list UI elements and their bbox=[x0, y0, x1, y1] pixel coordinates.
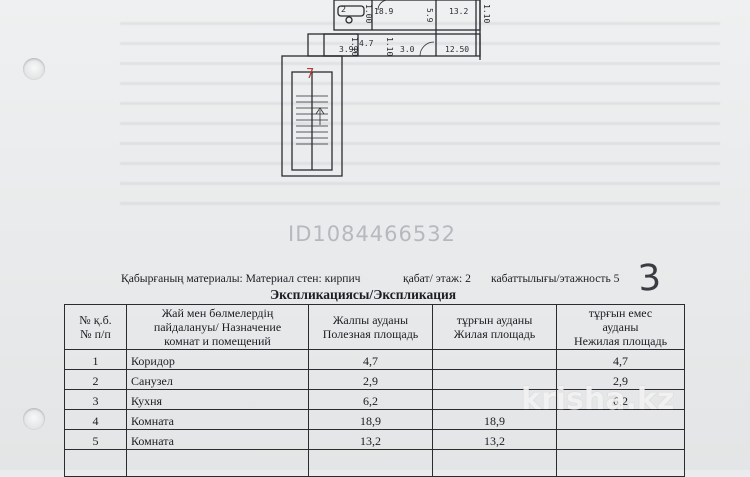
cell-living bbox=[432, 349, 557, 370]
listing-id-watermark: ID1084466532 bbox=[288, 222, 456, 246]
plan-dim-1-10-b: 1.10 bbox=[385, 37, 394, 56]
cell-num: 4 bbox=[64, 409, 127, 430]
punch-hole-bottom bbox=[23, 408, 45, 430]
cell-name: Кухня bbox=[126, 389, 309, 410]
table-row-empty bbox=[64, 449, 685, 477]
plan-dim-1-10-c: 1.10 bbox=[482, 4, 491, 23]
plan-room-label-7: 7 bbox=[306, 67, 314, 82]
cell-name: Комната bbox=[126, 429, 309, 450]
plan-dim-3-90: 3.90 bbox=[339, 45, 358, 54]
table-title: Экспликациясы/Экспликация bbox=[270, 287, 457, 302]
plan-dim-1-00: 1.00 bbox=[364, 4, 373, 23]
plan-dim-18-9: 18.9 bbox=[374, 7, 393, 16]
header-num: № қ.б.№ п/п bbox=[64, 304, 127, 350]
handwritten-mark: 3 bbox=[636, 257, 663, 300]
cell-num: 5 bbox=[64, 429, 127, 450]
cell-num: 3 bbox=[64, 389, 127, 410]
plan-dim-3-0: 3.0 bbox=[400, 45, 415, 54]
plan-stairwell bbox=[281, 55, 343, 177]
cell-total: 6,2 bbox=[308, 389, 433, 410]
floors-total: кабаттылығы/этажность 5 bbox=[491, 272, 620, 285]
cell-total: 2,9 bbox=[308, 369, 433, 390]
plan-dim-1-10-a: 1.10 bbox=[350, 37, 359, 56]
cell-num: 2 bbox=[64, 369, 127, 390]
floor-number: қабат/ этаж: 2 bbox=[403, 272, 471, 285]
plan-room-label-2: 2 bbox=[341, 5, 346, 14]
cell-nonliving bbox=[556, 429, 685, 450]
wall-material: Қабырғаның материалы: Материал стен: кир… bbox=[121, 272, 361, 285]
cell-name: Комната bbox=[126, 409, 309, 430]
plan-dim-12-50: 12.50 bbox=[445, 45, 469, 54]
document-meta-line: Қабырғаның материалы: Материал стен: кир… bbox=[121, 268, 681, 286]
cell-name: Коридор bbox=[126, 349, 309, 370]
faint-background-text bbox=[120, 5, 720, 215]
cell-nonliving: 4,7 bbox=[556, 349, 685, 370]
plan-dim-5-9: 5.9 bbox=[425, 8, 434, 23]
cell-name: Санузел bbox=[126, 369, 309, 390]
table-row: 5 Комната 13,2 13,2 bbox=[64, 429, 685, 450]
krisha-watermark: krisha.kz bbox=[521, 382, 675, 417]
cell-total: 13,2 bbox=[308, 429, 433, 450]
floor-plan: 18.9 13.2 3.90 4.7 3.0 12.50 5.9 1.00 1.… bbox=[281, 0, 491, 177]
cell-living: 13,2 bbox=[432, 429, 557, 450]
punch-hole-top bbox=[23, 58, 45, 80]
cell-num: 1 bbox=[64, 349, 127, 370]
cell-total: 18,9 bbox=[308, 409, 433, 430]
plan-dim-13-2: 13.2 bbox=[449, 7, 468, 16]
table-row: 1 Коридор 4,7 4,7 bbox=[64, 349, 685, 370]
plan-dim-4-7: 4.7 bbox=[359, 39, 374, 48]
cell-total: 4,7 bbox=[308, 349, 433, 370]
